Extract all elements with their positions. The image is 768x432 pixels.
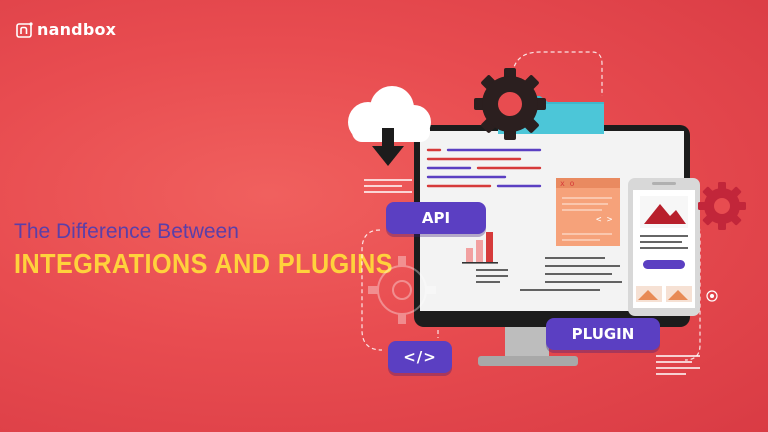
image-icon: [640, 196, 688, 228]
brand-logo: nandbox: [16, 20, 116, 39]
code-window: x o < >: [556, 178, 620, 246]
decor-lines-right: [656, 355, 700, 375]
window-code-glyph: < >: [596, 215, 613, 225]
gear-small-icon: [698, 182, 746, 230]
bar-chart-icon: [462, 232, 508, 283]
gear-icon: [474, 68, 546, 140]
cloud-download-icon: [348, 86, 431, 166]
screen-text-lines: [520, 257, 622, 291]
headline-line-1: The Difference Between: [14, 220, 239, 243]
gear-outline-icon: [368, 256, 436, 324]
headline-line-2: INTEGRATIONS AND PLUGINS: [14, 248, 394, 279]
screen-code-lines: [426, 148, 542, 188]
phone: [628, 178, 700, 316]
window-title-glyph: x o: [560, 179, 575, 188]
code-icon: </>: [388, 341, 452, 373]
api-tag: API: [386, 202, 486, 234]
plugin-tag: PLUGIN: [546, 318, 660, 350]
target-dot-icon: [706, 290, 718, 302]
decor-lines-left: [364, 179, 412, 193]
nandbox-logo-icon: [16, 21, 33, 38]
brand-name: nandbox: [37, 20, 117, 39]
